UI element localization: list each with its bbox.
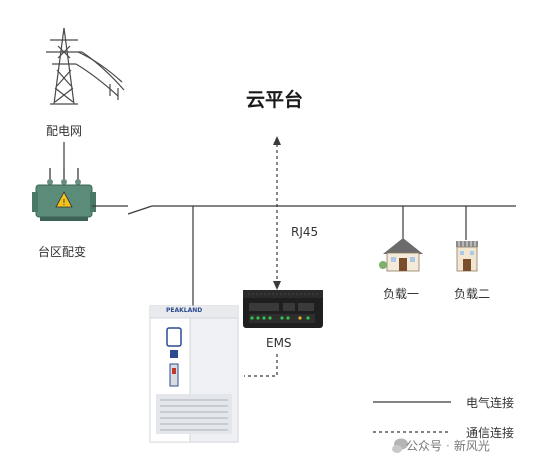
svg-text:!: ! (62, 198, 65, 207)
rj45-comm-link (273, 136, 281, 290)
cabinet-brand-label: PEAKLAND (166, 307, 203, 314)
legend-electrical-label: 电气连接 (466, 396, 515, 410)
ems-device-icon (243, 290, 323, 328)
grid-label: 配电网 (46, 124, 83, 138)
watermark-separator: · (446, 438, 450, 453)
transformer-label: 台区配变 (38, 245, 87, 259)
cloud-platform-label: 云平台 (246, 89, 304, 111)
rj45-label: RJ45 (291, 225, 319, 239)
watermark: 公众号 · 新风光 (406, 437, 490, 454)
load2-house-icon (456, 241, 478, 272)
wechat-icon (392, 438, 408, 453)
load1-house-icon (379, 238, 423, 272)
storage-cabinet-icon (149, 305, 239, 443)
ems-cabinet-comm-link (244, 354, 278, 377)
power-tower-icon (46, 27, 125, 105)
transformer-icon: ! (32, 168, 96, 221)
bus-switch (127, 205, 153, 215)
watermark-name: 新风光 (453, 439, 490, 453)
load2-label: 负载二 (454, 287, 491, 301)
legend-communication-label: 通信连接 (466, 426, 515, 440)
load1-label: 负载一 (383, 287, 420, 301)
ems-label: EMS (266, 336, 292, 350)
watermark-account: 公众号 (406, 439, 443, 453)
